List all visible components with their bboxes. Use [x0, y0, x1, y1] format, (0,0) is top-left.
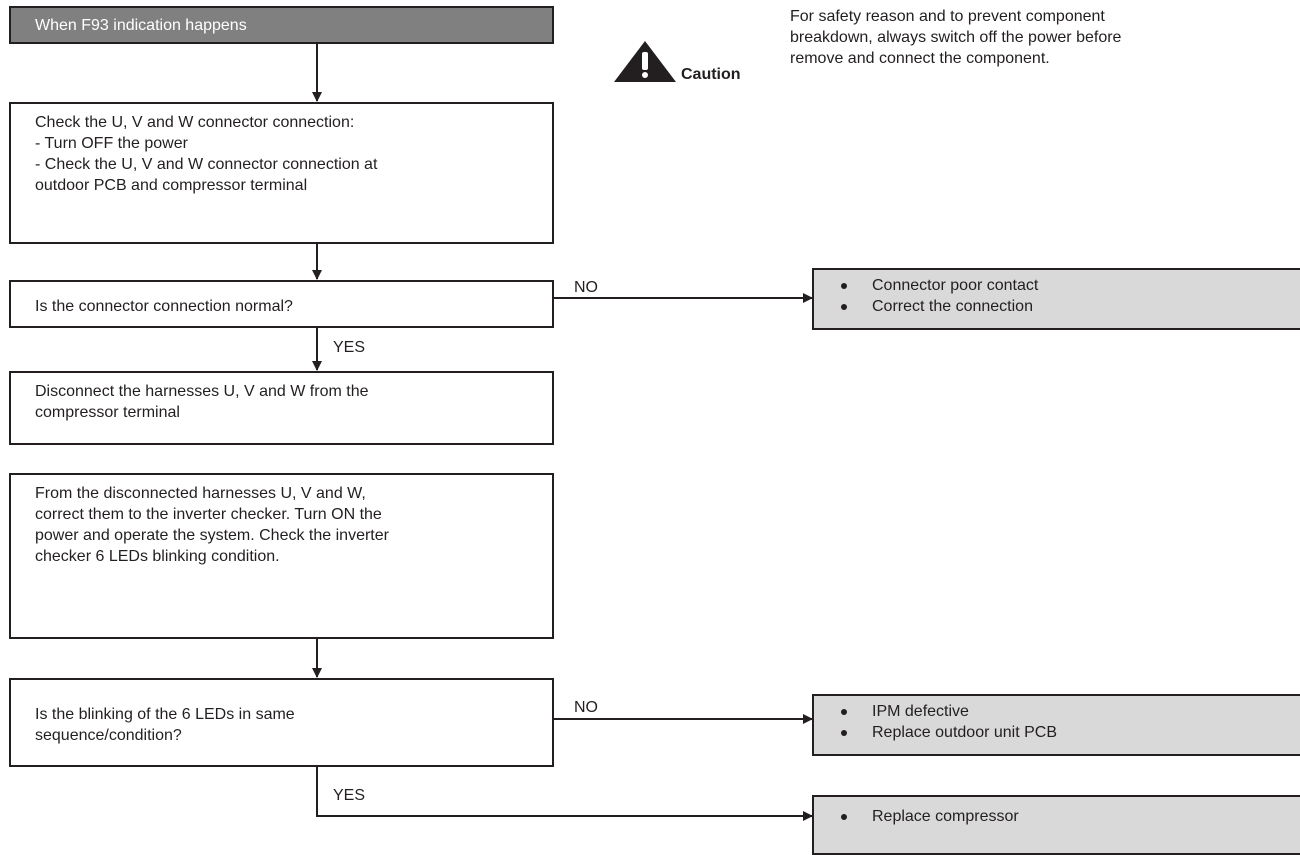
yes-label-leds: YES	[333, 787, 366, 804]
list-item: Connector poor contact	[838, 275, 1300, 296]
result-compressor-box: Replace compressor	[812, 795, 1300, 855]
list-item: Replace compressor	[838, 806, 1300, 827]
caution-note: For safety reason and to prevent compone…	[790, 8, 1122, 67]
list-item: Correct the connection	[838, 296, 1300, 317]
list-item: Replace outdoor unit PCB	[838, 722, 1300, 743]
caution-label: Caution	[681, 66, 741, 83]
no-label-leds: NO	[574, 699, 598, 716]
yes-label-connector: YES	[333, 339, 366, 356]
list-item: IPM defective	[838, 701, 1300, 722]
result-connector-box: Connector poor contact Correct the conne…	[812, 268, 1300, 330]
start-box: When F93 indication happens	[9, 6, 554, 44]
disconnect-box: Disconnect the harnesses U, V and W from…	[9, 371, 554, 445]
result-ipm-box: IPM defective Replace outdoor unit PCB	[812, 694, 1300, 756]
check-connector-box: Check the U, V and W connector connectio…	[9, 102, 554, 244]
arrow-yes-compressor	[316, 766, 813, 821]
question-connector-box: Is the connector connection normal?	[9, 280, 554, 328]
inverter-check-box: From the disconnected harnesses U, V and…	[9, 473, 554, 639]
caution-icon	[614, 41, 676, 82]
question-leds-box: Is the blinking of the 6 LEDs in same se…	[9, 678, 554, 767]
no-label-connector: NO	[574, 279, 598, 296]
